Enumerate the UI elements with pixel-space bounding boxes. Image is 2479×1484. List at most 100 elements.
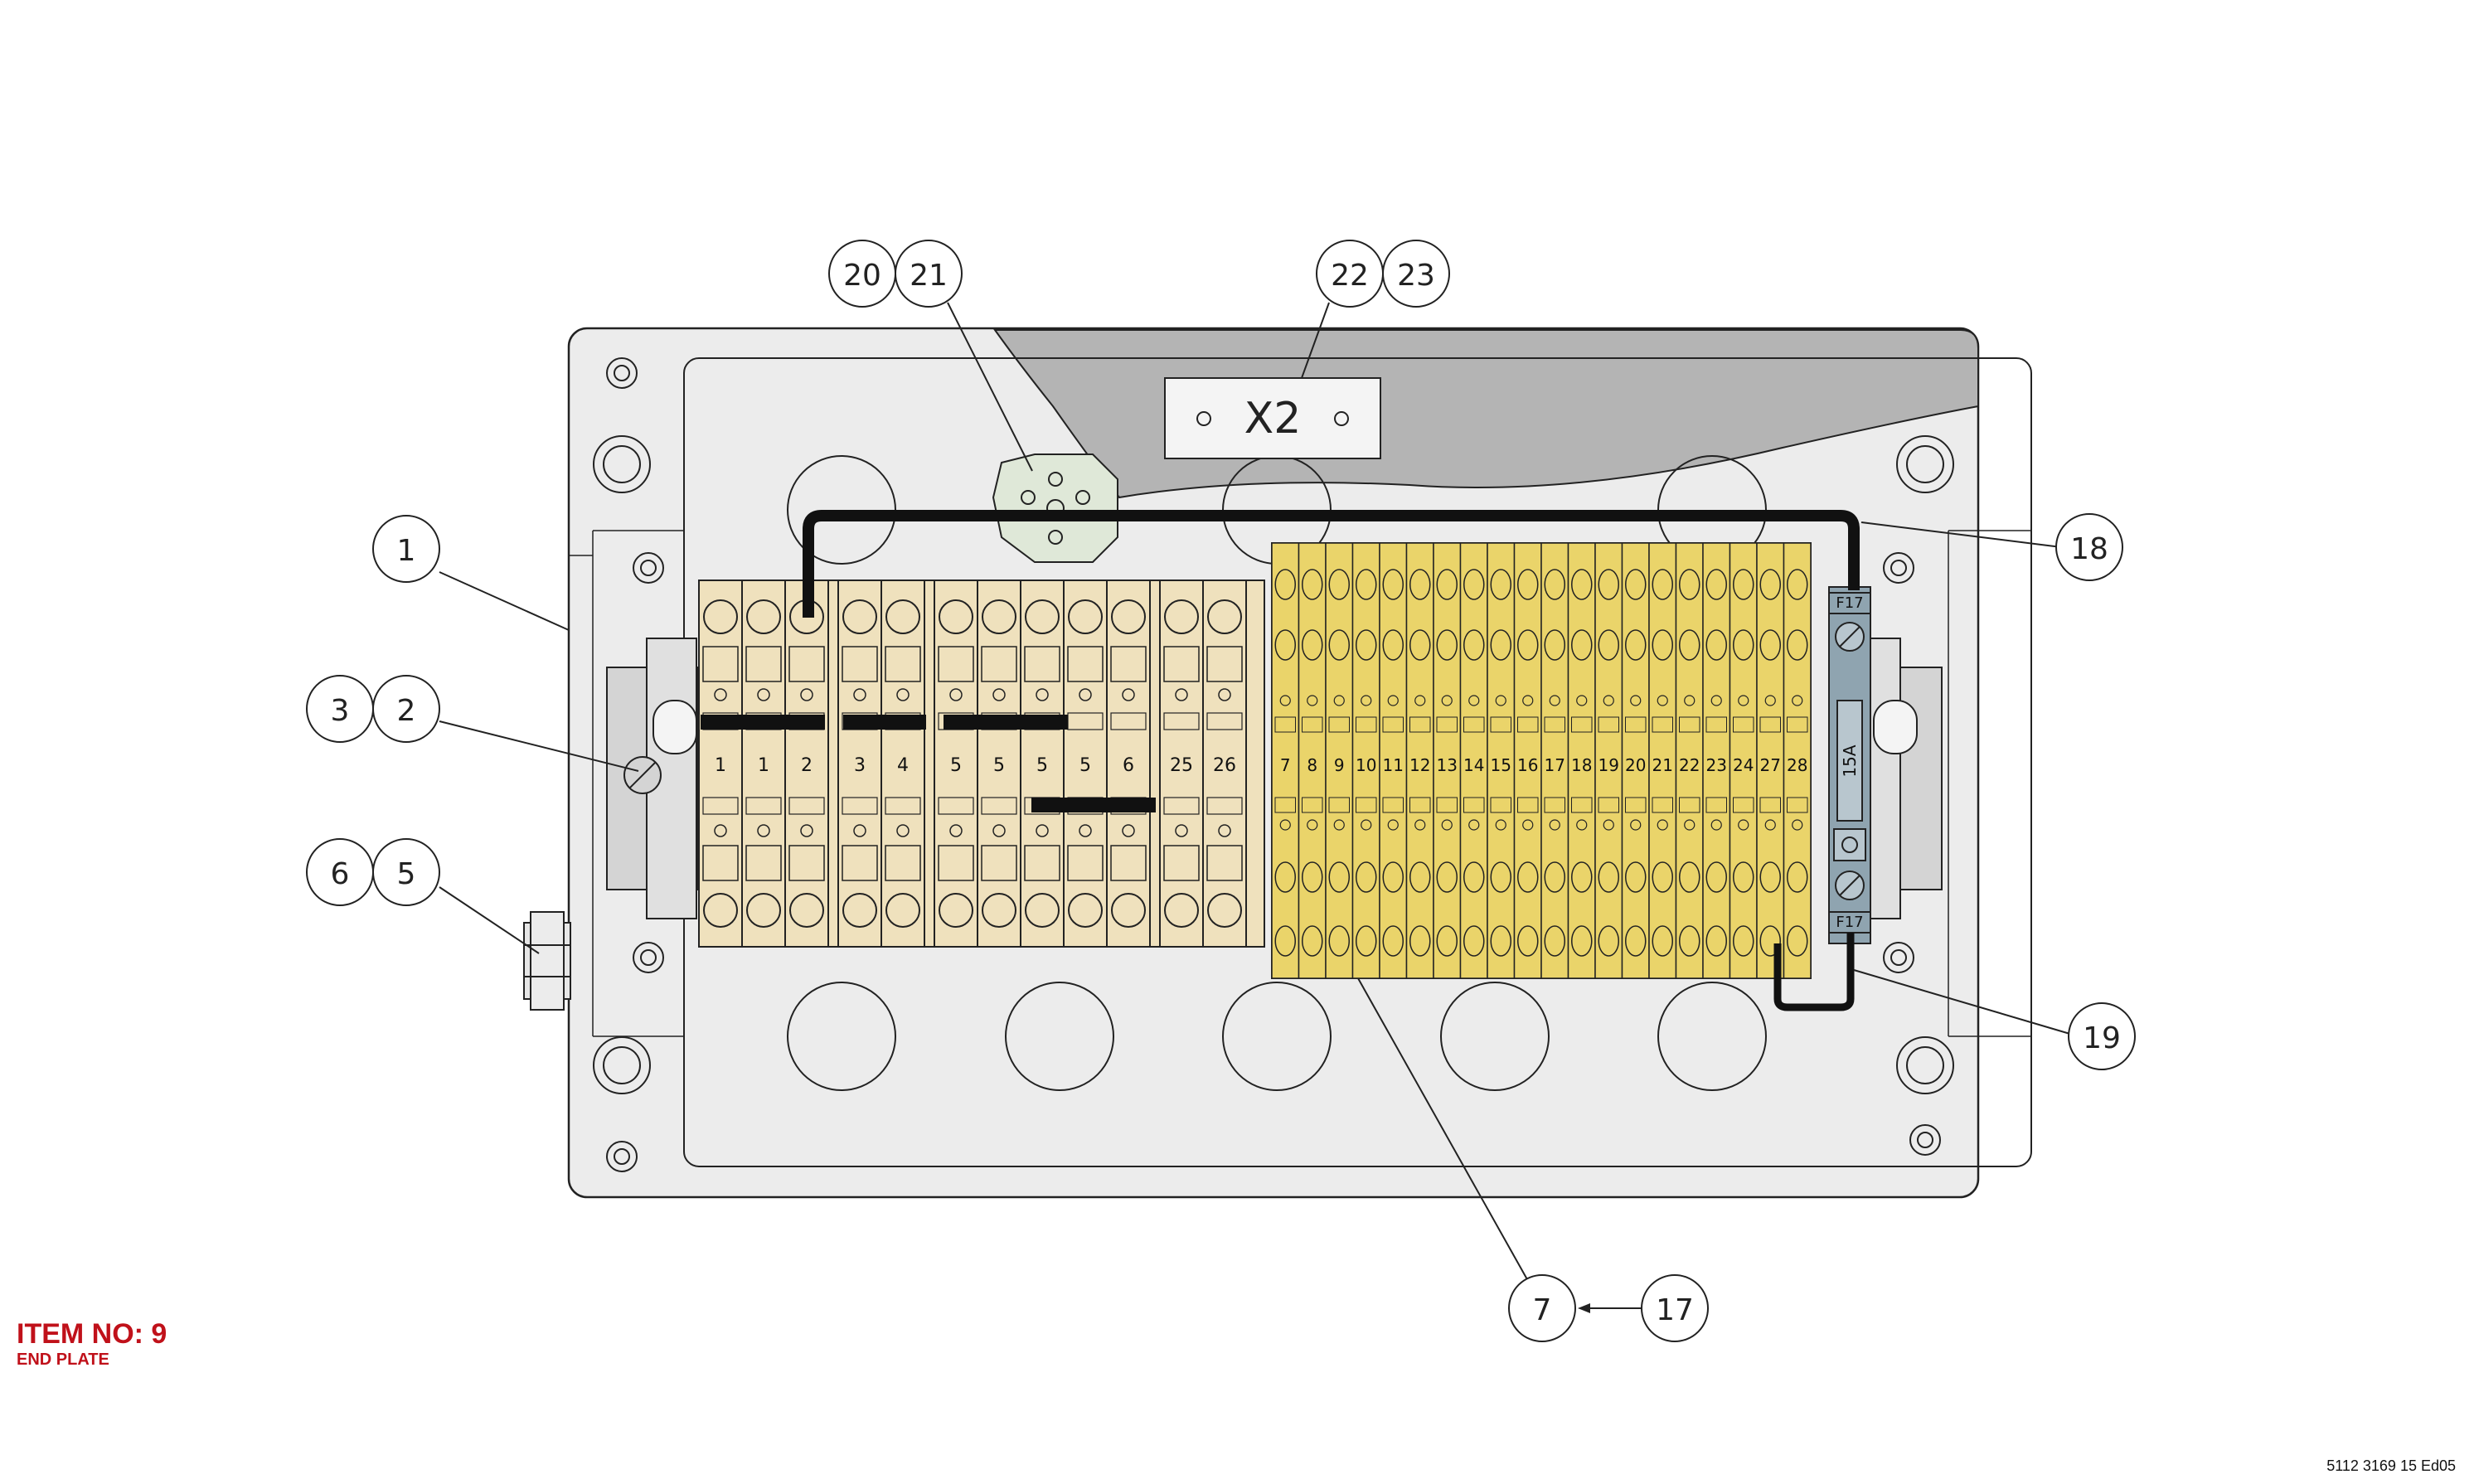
terminal-17: 17 <box>1540 542 1569 979</box>
plate-label: X2 <box>1244 394 1302 444</box>
terminal-8: 5 <box>1020 580 1065 948</box>
terminal-16: 16 <box>1513 542 1542 979</box>
balloon-7: 7 <box>1508 1274 1576 1342</box>
terminal-18: 18 <box>1567 542 1596 979</box>
balloon-21: 21 <box>895 240 963 308</box>
label-plate-x2: X2 <box>1164 377 1381 459</box>
terminal-label: 12 <box>1409 755 1430 775</box>
bridge-bar <box>1031 798 1156 812</box>
breather-plug <box>992 453 1118 563</box>
balloon-18-label: 18 <box>2070 532 2108 566</box>
terminal-3: 2 <box>784 580 829 948</box>
balloon-18: 18 <box>2055 513 2123 581</box>
terminal-label: 27 <box>1760 755 1781 775</box>
item-description: END PLATE <box>17 1351 109 1369</box>
terminal-label: 11 <box>1383 755 1404 775</box>
terminal-1: 1 <box>698 580 743 948</box>
terminal-12: 12 <box>1405 542 1434 979</box>
terminal-4: 3 <box>837 580 882 948</box>
terminal-label: 20 <box>1625 755 1646 775</box>
fuse-bottom-label: F17 <box>1836 914 1863 931</box>
terminal-label: 5 <box>993 755 1005 776</box>
terminal-label: 18 <box>1571 755 1592 775</box>
terminal-label: 8 <box>1307 755 1317 775</box>
balloon-6: 6 <box>306 838 374 906</box>
terminal-label: 14 <box>1463 755 1484 775</box>
terminal-label: 7 <box>1280 755 1291 775</box>
terminal-label: 1 <box>758 755 769 776</box>
balloon-19: 19 <box>2068 1002 2136 1070</box>
balloon-20: 20 <box>828 240 896 308</box>
terminal-label: 24 <box>1733 755 1754 775</box>
terminal-label: 16 <box>1517 755 1538 775</box>
balloon-3: 3 <box>306 675 374 743</box>
terminal-14: 14 <box>1459 542 1488 979</box>
terminal-label: 4 <box>897 755 909 776</box>
balloon-19-label: 19 <box>2083 1021 2121 1055</box>
terminal-label: 21 <box>1652 755 1673 775</box>
balloon-21-label: 21 <box>910 259 948 293</box>
balloon-22: 22 <box>1316 240 1384 308</box>
bridge-bar <box>701 715 825 730</box>
terminal-label: 26 <box>1213 755 1236 776</box>
item-number-label: ITEM NO: 9 END PLATE <box>17 1318 167 1370</box>
balloon-22-label: 22 <box>1331 259 1369 293</box>
terminal-label: 17 <box>1545 755 1565 775</box>
drawing-number: 5112 3169 15 Ed05 <box>2326 1457 2456 1474</box>
leader-lines <box>439 302 2074 1313</box>
terminal-label: 19 <box>1598 755 1619 775</box>
terminal-22: 22 <box>1675 542 1704 979</box>
terminal-label: 23 <box>1706 755 1727 775</box>
terminal-5: 4 <box>881 580 925 948</box>
terminal-label: 15 <box>1491 755 1511 775</box>
balloon-2: 2 <box>372 675 440 743</box>
balloon-2-label: 2 <box>397 694 416 728</box>
terminal-label: 2 <box>801 755 813 776</box>
balloon-7-label: 7 <box>1533 1293 1552 1327</box>
terminal-label: 10 <box>1356 755 1376 775</box>
balloon-17-label: 17 <box>1656 1293 1694 1327</box>
balloon-5: 5 <box>372 838 440 906</box>
terminal-2: 1 <box>741 580 786 948</box>
terminal-19: 19 <box>1594 542 1623 979</box>
terminal-9: 5 <box>1063 580 1108 948</box>
bridge-bar <box>843 715 926 730</box>
terminal-10: 6 <box>1106 580 1151 948</box>
terminal-8: 8 <box>1298 542 1327 979</box>
terminal-9: 9 <box>1325 542 1354 979</box>
balloon-3-label: 3 <box>331 694 350 728</box>
terminal-20: 20 <box>1621 542 1650 979</box>
balloon-5-label: 5 <box>397 857 416 891</box>
terminal-label: 25 <box>1170 755 1193 776</box>
balloon-23-label: 23 <box>1397 259 1435 293</box>
terminal-28: 28 <box>1783 542 1812 979</box>
balloon-1-label: 1 <box>397 534 416 568</box>
balloon-6-label: 6 <box>331 857 350 891</box>
terminal-7: 7 <box>1271 542 1300 979</box>
terminal-10: 10 <box>1351 542 1380 979</box>
terminal-label: 5 <box>1036 755 1048 776</box>
terminal-6: 5 <box>934 580 978 948</box>
terminal-label: 5 <box>950 755 962 776</box>
screw-icons <box>593 357 1954 1172</box>
left-end-clamp <box>606 638 699 919</box>
terminal-21: 21 <box>1648 542 1677 979</box>
terminal-12: 26 <box>1202 580 1247 948</box>
bridge-bar <box>944 715 1068 730</box>
terminal-7: 5 <box>977 580 1021 948</box>
gland-nut <box>523 911 571 1011</box>
jumper-wire-top <box>803 510 1860 618</box>
terminal-label: 6 <box>1123 755 1134 776</box>
balloon-20-label: 20 <box>843 259 881 293</box>
fuse-terminal: F17 15A F17 <box>1828 586 1871 944</box>
terminal-27: 27 <box>1756 542 1785 979</box>
terminal-label: 3 <box>854 755 866 776</box>
terminal-24: 24 <box>1729 542 1758 979</box>
item-number: ITEM NO: 9 <box>17 1318 167 1350</box>
terminal-label: 13 <box>1437 755 1458 775</box>
terminal-label: 5 <box>1079 755 1091 776</box>
terminal-11: 25 <box>1159 580 1204 948</box>
